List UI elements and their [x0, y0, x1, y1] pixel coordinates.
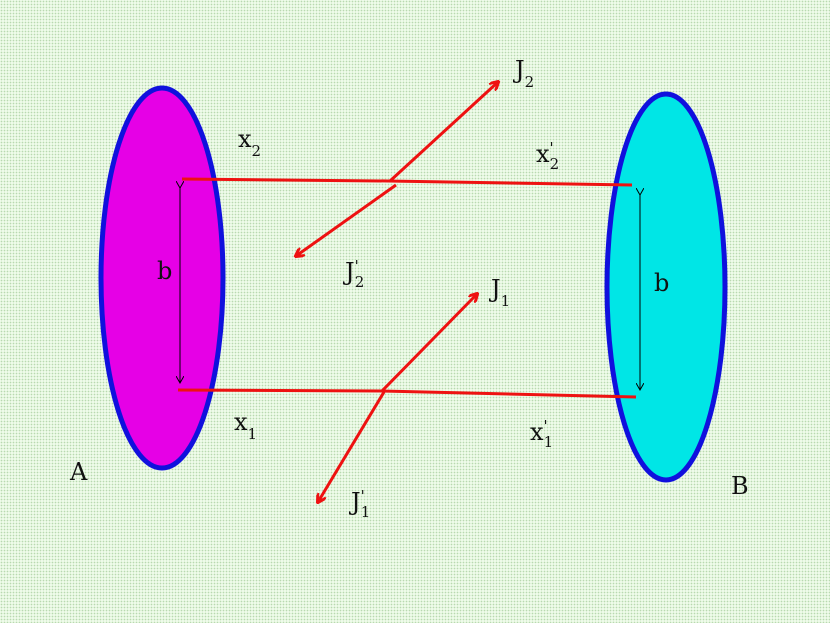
- label-j2: J2: [512, 56, 534, 91]
- label-j1: J1: [488, 275, 510, 310]
- label-x1: x1: [234, 408, 257, 443]
- jet-j1-arrow: [380, 294, 477, 393]
- beam-line-1: [177, 388, 637, 399]
- jet-j2prime-arrow: [296, 183, 397, 256]
- label-x2: x2: [238, 125, 261, 160]
- label-x2-prime: x'2: [536, 139, 559, 173]
- label-j1-prime: J'1: [348, 487, 370, 521]
- label-b-left: b: [157, 257, 172, 285]
- label-a: A: [69, 458, 88, 486]
- label-j2-prime: J'2: [342, 257, 364, 291]
- ellipse-a: [98, 85, 226, 471]
- jet-j1prime-arrow: [318, 391, 386, 502]
- label-b-right: b: [654, 269, 669, 297]
- label-x1-prime: x'1: [530, 417, 553, 451]
- jet-j2-arrow: [388, 82, 498, 183]
- beam-line-2: [181, 177, 633, 187]
- label-b-nucleus: B: [731, 472, 749, 500]
